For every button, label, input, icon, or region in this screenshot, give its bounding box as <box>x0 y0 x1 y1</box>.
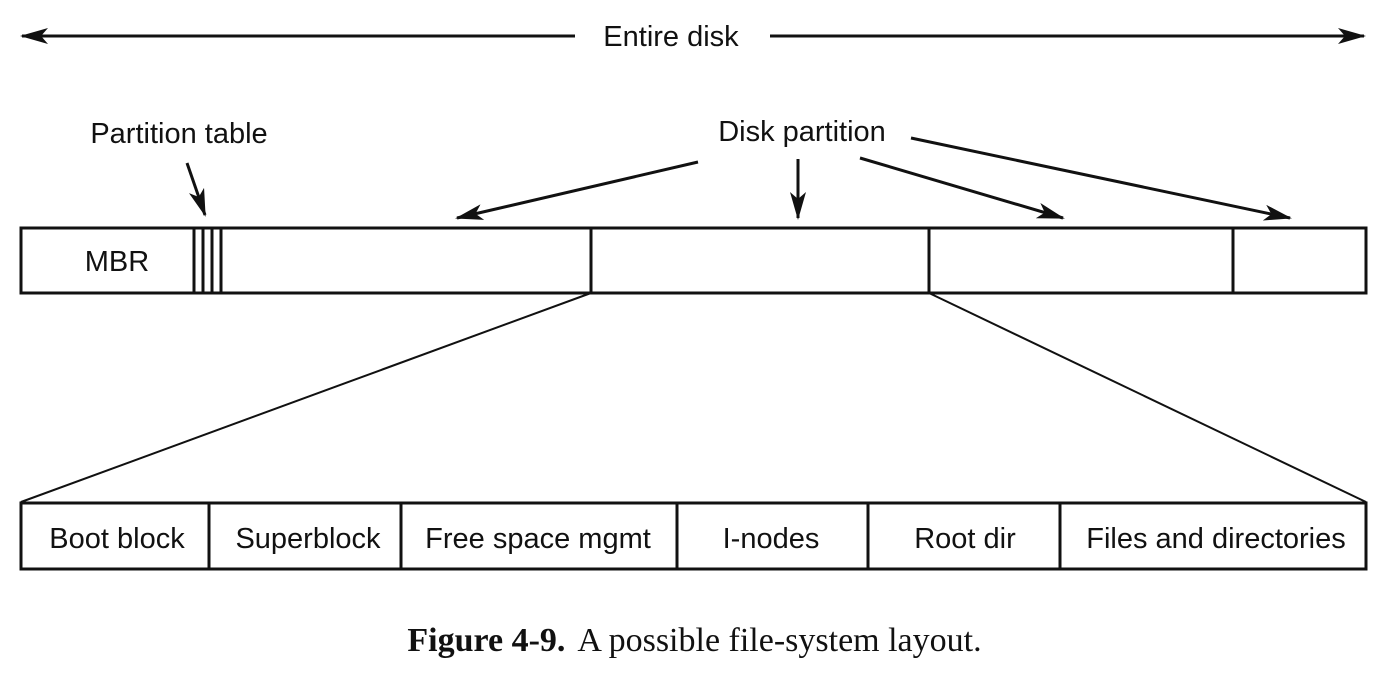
zoom-line-right <box>928 292 1367 503</box>
boot-block-label: Boot block <box>49 523 185 555</box>
entire-disk-span: Entire disk <box>20 21 1366 53</box>
partition-layout-bar: Boot block Superblock Free space mgmt I-… <box>19 501 1368 571</box>
partition-table-entries <box>192 228 223 293</box>
superblock-label: Superblock <box>235 523 381 555</box>
disk-outline <box>19 226 1368 295</box>
disk-bar: MBR <box>19 226 1368 295</box>
figure-caption: Figure 4-9. A possible file-system layout… <box>0 622 1389 660</box>
i-nodes-label: I-nodes <box>723 523 820 555</box>
files-and-directories-label: Files and directories <box>1086 523 1346 555</box>
figure-caption-text: A possible file-system layout. <box>577 622 982 659</box>
root-dir-label: Root dir <box>914 523 1016 555</box>
entire-disk-label: Entire disk <box>603 21 739 53</box>
zoom-line-left <box>20 292 592 503</box>
partition-zoom-lines <box>20 292 1367 503</box>
free-space-mgmt-label: Free space mgmt <box>425 523 651 555</box>
mbr-label: MBR <box>85 246 149 278</box>
partition-layout-outline <box>19 501 1368 571</box>
partition-table-arrow <box>185 162 207 217</box>
disk-partition-arrow-3 <box>859 156 1065 220</box>
disk-partition-callout: Disk partition <box>455 116 1292 221</box>
disk-partition-arrow-4 <box>910 136 1292 221</box>
disk-partition-label: Disk partition <box>718 116 886 148</box>
partition-table-callout: Partition table <box>90 118 268 217</box>
disk-partition-arrow-1 <box>455 160 699 220</box>
figure-number: Figure 4-9. <box>407 622 566 659</box>
partition-table-label: Partition table <box>90 118 267 150</box>
